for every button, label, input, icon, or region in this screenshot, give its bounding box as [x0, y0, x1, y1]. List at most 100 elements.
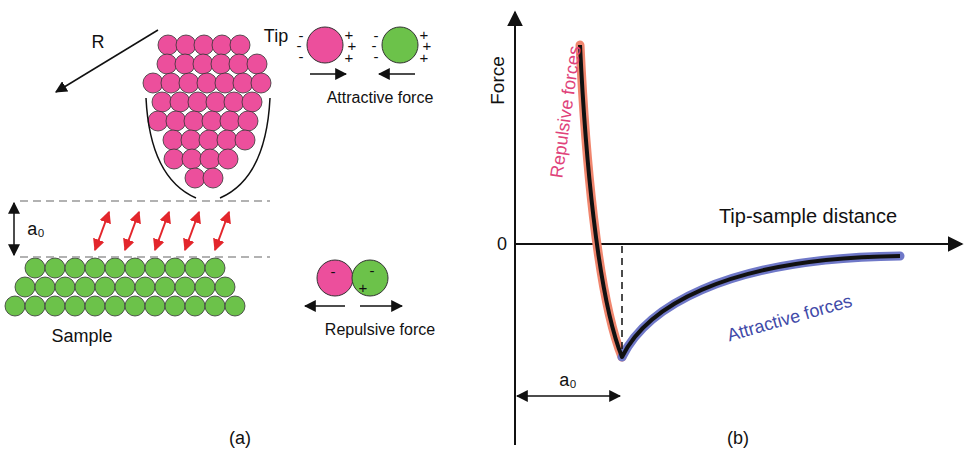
sample-atom — [185, 258, 205, 278]
sample-atom — [25, 258, 45, 278]
sample-label: Sample — [51, 327, 112, 345]
sample-atoms — [5, 258, 245, 316]
charge-sign: + — [345, 50, 354, 65]
force-arrow — [125, 212, 139, 250]
guide-line — [20, 200, 270, 202]
sample-atom — [145, 258, 165, 278]
tip-atom — [215, 73, 235, 93]
tip-radius-arc — [220, 98, 270, 198]
sample-atom — [75, 277, 95, 297]
force-arrow — [215, 212, 229, 250]
panel-label: (a) — [229, 429, 251, 447]
tip-atom — [164, 149, 184, 169]
sample-atom — [205, 296, 225, 316]
gap-label: a₀ — [27, 220, 44, 238]
force-arrow — [310, 73, 346, 75]
sample-atom — [155, 277, 175, 297]
sample-atom — [55, 277, 75, 297]
distance-axis — [515, 243, 962, 245]
a0-dimension — [517, 395, 620, 397]
radius-label: R — [92, 33, 105, 51]
tip-atom — [161, 73, 181, 93]
sample-atom — [85, 258, 105, 278]
tip-atom — [206, 92, 226, 112]
axis-label: Force — [487, 56, 506, 105]
sample-atom — [105, 258, 125, 278]
sample-atom — [105, 296, 125, 316]
dimension-label: a₀ — [559, 371, 576, 389]
tip-atom — [217, 130, 237, 150]
charge-sign: - — [331, 264, 336, 279]
tip-atom — [184, 111, 204, 131]
radius-arrow — [56, 30, 158, 92]
tip-atom — [194, 35, 214, 55]
tip-atom — [197, 73, 217, 93]
sample-atom — [165, 296, 185, 316]
region-label: Attractive forces — [725, 292, 854, 345]
sample-atom — [115, 277, 135, 297]
force-arrow — [379, 73, 415, 75]
sample-atom — [185, 296, 205, 316]
force-arrow — [185, 212, 199, 250]
tip-atom — [157, 54, 177, 74]
tip-atom — [235, 130, 255, 150]
tip-atom — [158, 35, 178, 55]
tip-atom — [181, 130, 201, 150]
sample-atom — [205, 258, 225, 278]
tip-atom — [230, 35, 250, 55]
charge-sign: - — [370, 263, 375, 278]
tip-atom — [176, 35, 196, 55]
axis-origin: 0 — [497, 235, 507, 253]
repulsive-glow — [580, 45, 622, 357]
sample-atom — [25, 296, 45, 316]
tip-atom — [203, 168, 223, 188]
sample-atom — [65, 258, 85, 278]
tip-atom — [211, 54, 231, 74]
sample-atom — [135, 277, 155, 297]
tip-atom — [307, 27, 343, 63]
sample-atom — [145, 296, 165, 316]
sample-atom — [215, 277, 235, 297]
force-arrows — [95, 212, 229, 250]
tip-atom — [251, 73, 271, 93]
tip-atom — [200, 149, 220, 169]
charge-sign: - — [374, 49, 379, 64]
charge-sign: + — [359, 280, 368, 295]
sample-atom — [65, 296, 85, 316]
tip-atom — [229, 54, 249, 74]
sample-atom — [95, 277, 115, 297]
sample-atom — [125, 258, 145, 278]
sample-atom — [195, 277, 215, 297]
sample-atom — [45, 258, 65, 278]
sample-atom — [35, 277, 55, 297]
guide-line — [20, 256, 270, 258]
force-arrow — [155, 212, 169, 250]
tip-atom — [166, 111, 186, 131]
force-caption: Repulsive force — [325, 322, 435, 338]
tip-atom — [218, 149, 238, 169]
tip-atom — [317, 260, 353, 296]
sample-atom — [175, 277, 195, 297]
sample-atom — [125, 296, 145, 316]
tip-atom — [170, 92, 190, 112]
gap-arrow — [13, 203, 15, 255]
tip-atom — [185, 168, 205, 188]
charge-sign: + — [420, 50, 429, 65]
tip-label: Tip — [264, 27, 288, 45]
tip-atom — [182, 149, 202, 169]
sample-atom — [352, 260, 388, 296]
tip-radius-arc — [146, 98, 196, 198]
sample-atom — [15, 277, 35, 297]
tip-atom — [199, 130, 219, 150]
panel-label: (b) — [727, 429, 749, 447]
sample-atom — [45, 296, 65, 316]
tip-atom — [152, 92, 172, 112]
sample-atom — [225, 296, 245, 316]
sample-atom — [85, 296, 105, 316]
tip-atom — [242, 92, 262, 112]
force-arrow — [95, 212, 109, 250]
tip-atom — [188, 92, 208, 112]
sample-atom — [382, 27, 418, 63]
tip-atom — [224, 92, 244, 112]
